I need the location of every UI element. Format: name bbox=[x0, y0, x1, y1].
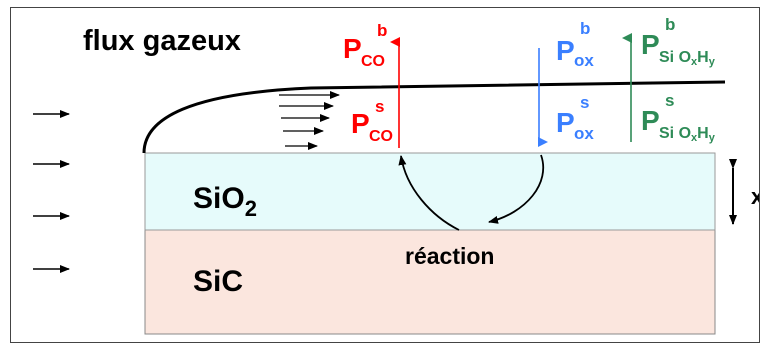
sic-oxidation-diagram: flux gazeux SiO2 SiC réaction x P CO b P… bbox=[33, 15, 759, 335]
oxide-layer bbox=[144, 152, 716, 231]
reaction-arrow-co bbox=[398, 155, 460, 231]
svg-text:CO: CO bbox=[369, 128, 393, 145]
svg-text:ox: ox bbox=[574, 124, 594, 143]
boundary-layer-curve bbox=[142, 80, 726, 154]
thickness-label: x bbox=[751, 184, 759, 209]
svg-text:CO: CO bbox=[361, 53, 385, 70]
pressure-ox-surface: P ox s bbox=[556, 93, 594, 143]
pressure-co-bulk: P CO b bbox=[343, 21, 387, 70]
svg-text:s: s bbox=[580, 93, 589, 112]
svg-text:Si OxHy: Si OxHy bbox=[659, 125, 716, 144]
svg-text:b: b bbox=[580, 19, 590, 38]
reaction-label: réaction bbox=[405, 243, 494, 269]
reaction-arrow-ox bbox=[488, 154, 545, 224]
svg-text:s: s bbox=[375, 97, 384, 116]
pressure-ox-bulk: P ox b bbox=[556, 19, 594, 70]
substrate-label: SiC bbox=[193, 265, 243, 298]
diagram-frame: flux gazeux SiO2 SiC réaction x P CO b P… bbox=[10, 7, 760, 343]
svg-text:P: P bbox=[641, 29, 660, 60]
svg-text:P: P bbox=[343, 33, 362, 64]
pressure-sioh-bulk: P Si OxHy b bbox=[641, 15, 716, 68]
pressure-sioh-surface: P Si OxHy s bbox=[641, 91, 716, 144]
pressure-co-surface: P CO s bbox=[351, 97, 393, 145]
svg-text:Si OxHy: Si OxHy bbox=[659, 49, 716, 68]
svg-text:b: b bbox=[665, 15, 675, 34]
svg-text:b: b bbox=[377, 21, 387, 40]
svg-text:P: P bbox=[351, 108, 370, 139]
title-label: flux gazeux bbox=[83, 25, 241, 57]
svg-text:P: P bbox=[556, 35, 575, 66]
svg-text:P: P bbox=[556, 107, 575, 138]
substrate-layer bbox=[144, 229, 716, 335]
svg-text:ox: ox bbox=[574, 51, 594, 70]
svg-text:P: P bbox=[641, 105, 660, 136]
svg-text:s: s bbox=[665, 91, 674, 110]
oxide-label: SiO2 bbox=[193, 182, 257, 221]
